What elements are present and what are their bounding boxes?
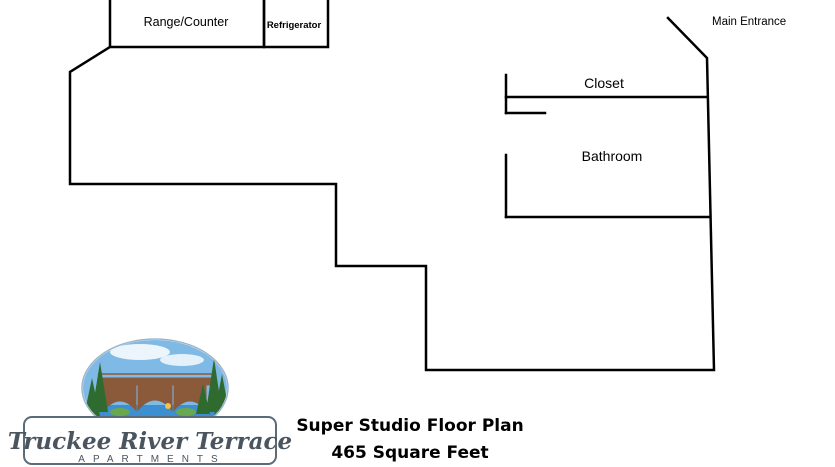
- outer-wall: [68, 16, 716, 372]
- cloud-icon: [110, 344, 170, 360]
- logo-subtitle: APARTMENTS: [78, 454, 225, 465]
- bathroom-label: Bathroom: [582, 148, 643, 164]
- closet-label: Closet: [584, 75, 624, 91]
- refrigerator-label: Refrigerator: [267, 20, 322, 31]
- bush-icon: [110, 408, 130, 416]
- range-counter-label: Range/Counter: [144, 15, 229, 29]
- floor-plan-title: Super Studio Floor Plan: [296, 416, 524, 436]
- floor-plan-area: 465 Square Feet: [331, 443, 489, 463]
- truckee-river-terrace-logo: Truckee River Terrace APARTMENTS: [8, 338, 292, 465]
- bridge-icon: [97, 373, 215, 412]
- refrigerator-box: [262, 0, 330, 49]
- main-entrance-label: Main Entrance: [712, 16, 786, 28]
- cloud-icon: [160, 354, 204, 366]
- logo-brand-name: Truckee River Terrace: [8, 428, 292, 455]
- logo-subtitle-bar: [56, 452, 248, 463]
- bush-icon: [176, 408, 196, 416]
- kayaker-icon: [165, 403, 171, 409]
